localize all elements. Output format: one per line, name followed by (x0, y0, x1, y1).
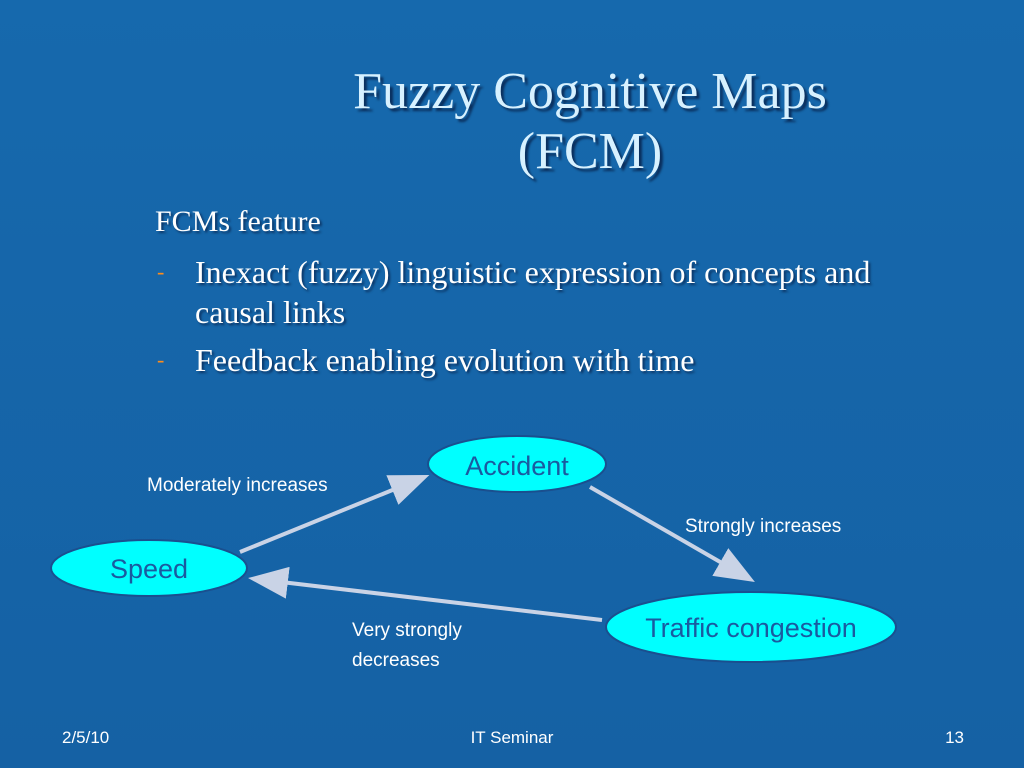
title-line-2: (FCM) (517, 123, 663, 180)
title-line-1: Fuzzy Cognitive Maps (353, 63, 827, 120)
bullet-text: Inexact (fuzzy) linguistic expression of… (195, 254, 871, 330)
lead-text: FCMs feature (155, 205, 321, 238)
edge-label-very-strongly: Very strongly (352, 620, 462, 641)
footer-page-number: 13 (945, 728, 964, 747)
edge-label-strongly-increases: Strongly increases (685, 516, 841, 537)
node-accident: Accident (427, 435, 607, 493)
bullet-text: Feedback enabling evolution with time (195, 342, 695, 378)
edge-accident-to-traffic (589, 485, 755, 582)
bullet-marker: - (157, 259, 165, 284)
slide-body: FCMs feature - Inexact (fuzzy) linguisti… (155, 200, 915, 380)
node-traffic-shape (605, 591, 897, 663)
node-traffic-congestion: Traffic congestion (605, 591, 897, 663)
slide-title: Fuzzy Cognitive Maps (FCM) (200, 62, 980, 182)
node-accident-shape (427, 435, 607, 493)
edge-speed-to-accident (239, 474, 430, 554)
bullet-item: - Feedback enabling evolution with time (155, 340, 915, 380)
node-speed: Speed (50, 539, 248, 597)
bullet-item: - Inexact (fuzzy) linguistic expression … (155, 252, 915, 332)
edge-label-decreases: decreases (352, 650, 440, 671)
node-speed-label: Speed (110, 554, 188, 584)
edge-label-moderately-increases: Moderately increases (147, 475, 328, 496)
node-accident-label: Accident (465, 451, 569, 481)
footer-date: 2/5/10 (62, 728, 110, 747)
edge-traffic-to-speed (248, 566, 603, 622)
node-traffic-label: Traffic congestion (645, 613, 857, 643)
bullet-marker: - (157, 347, 165, 372)
node-speed-shape (50, 539, 248, 597)
footer-title: IT Seminar (470, 728, 554, 747)
